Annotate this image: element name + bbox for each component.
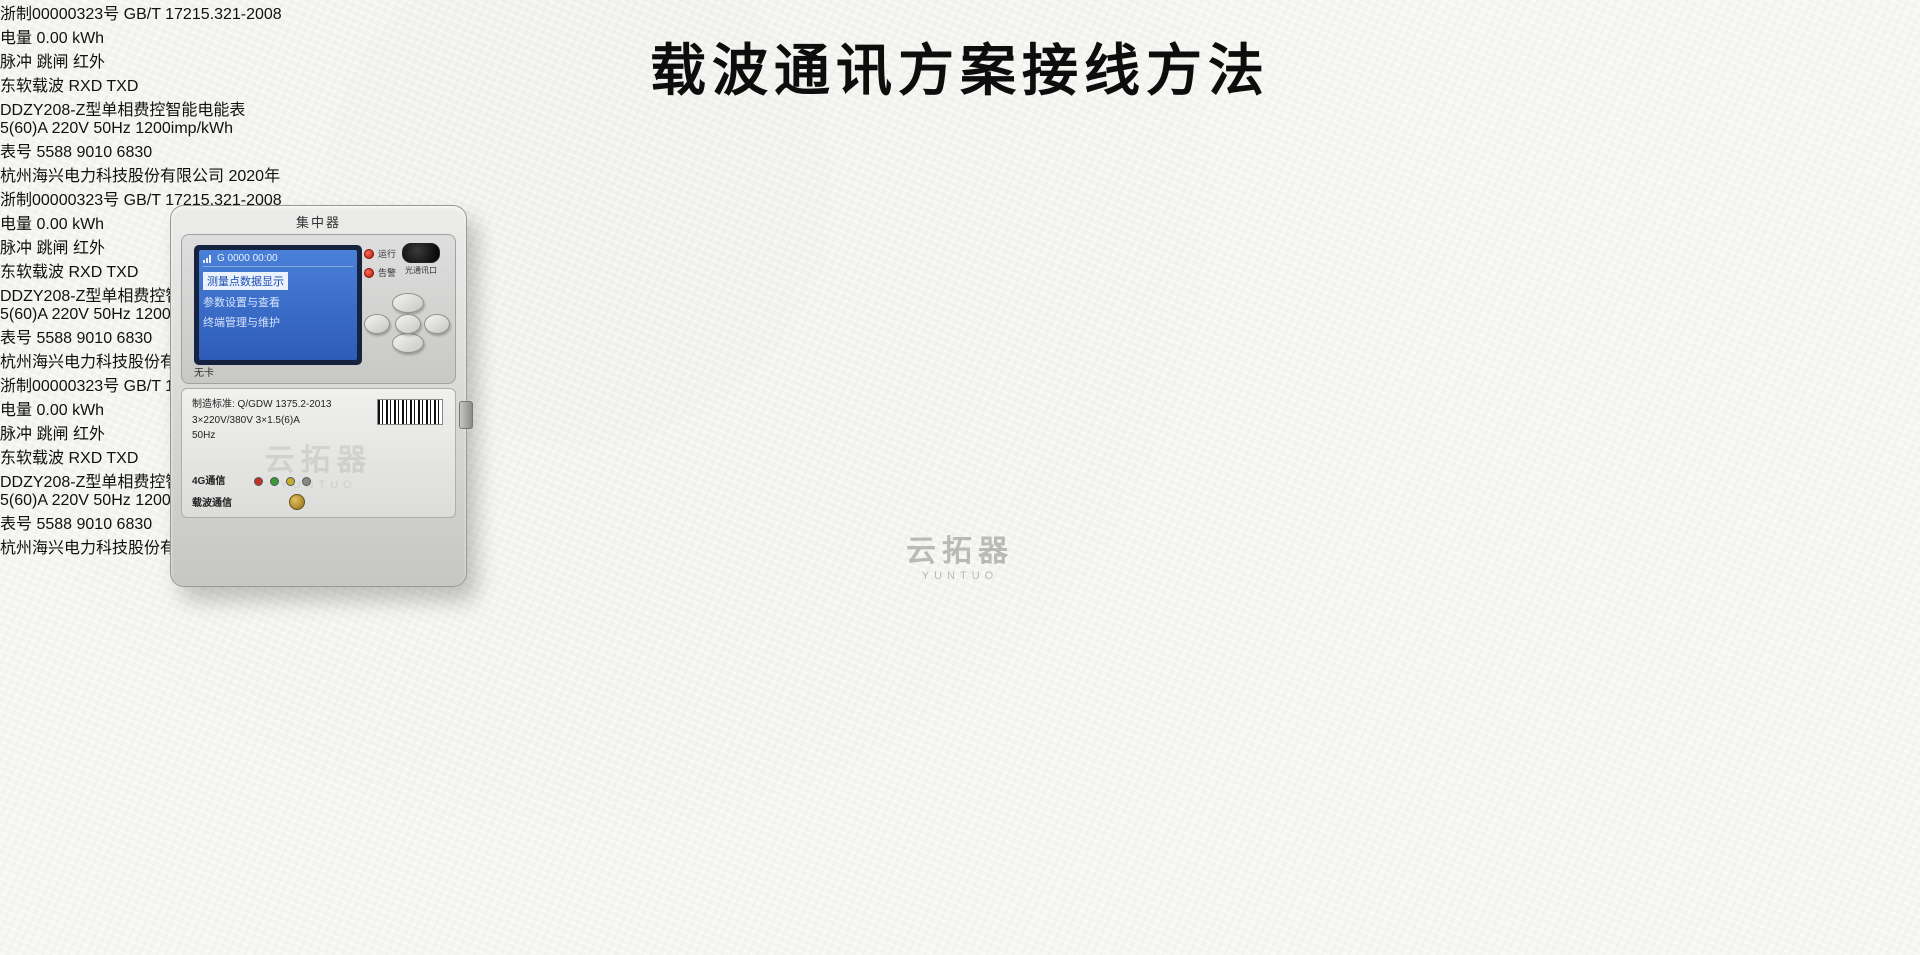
meter-rating: 5(60)A 220V 50Hz 1200imp/kWh bbox=[0, 120, 1920, 138]
sma-connector-icon bbox=[289, 494, 305, 510]
run-led-label: 运行 bbox=[378, 249, 397, 259]
serial-row: 表号 5588 9010 6830 bbox=[0, 138, 1920, 162]
concentrator-device: 集中器 G 0000 00:00 测量点数据显示 参数设置与查看 终端管理与维护 bbox=[170, 205, 473, 587]
meter-lcd: 电量 0.00 kWh bbox=[0, 210, 1920, 234]
serial-row: 表号 5588 9010 6830 bbox=[0, 324, 1920, 348]
alarm-led-icon bbox=[364, 267, 374, 278]
wiring-layer bbox=[0, 558, 1920, 955]
lcd-reading: 0.00 bbox=[36, 402, 68, 419]
lcd-unit: kWh bbox=[72, 30, 105, 47]
lcd-menu-item: 终端管理与维护 bbox=[203, 317, 280, 329]
meter-lcd: 电量 0.00 kWh bbox=[0, 396, 1920, 420]
manufacturer-name: 杭州海兴电力科技股份有限公司 bbox=[0, 540, 225, 557]
comm-led-icon bbox=[254, 477, 263, 486]
meter-lcd: 电量 0.00 kWh bbox=[0, 24, 1920, 48]
serial-number: 5588 9010 6830 bbox=[36, 330, 153, 347]
optical-port-icon bbox=[402, 243, 440, 263]
concentrator-lcd: G 0000 00:00 测量点数据显示 参数设置与查看 终端管理与维护 bbox=[199, 250, 357, 360]
nav-up-button[interactable] bbox=[392, 293, 424, 313]
infrared-label: 红外 bbox=[72, 426, 105, 443]
carrier-comm-label: 载波通信 bbox=[192, 498, 232, 509]
nav-confirm-button[interactable] bbox=[395, 314, 421, 334]
pulse-label: 脉冲 bbox=[0, 54, 33, 71]
meter-lcd-frame: 电量 0.00 kWh bbox=[0, 210, 1920, 234]
infrared-label: 红外 bbox=[72, 240, 105, 257]
pulse-label: 脉冲 bbox=[0, 240, 33, 257]
concentrator-terminal-block bbox=[189, 514, 448, 580]
manufacturer-name: 杭州海兴电力科技股份有限公司 bbox=[0, 168, 225, 185]
port-label: RXD TXD bbox=[68, 450, 139, 467]
meter-lcd-frame: 电量 0.00 kWh bbox=[0, 396, 1920, 420]
page-title: 载波通讯方案接线方法 bbox=[650, 39, 1270, 102]
spec-line: 50Hz bbox=[192, 430, 216, 441]
serial-number: 5588 9010 6830 bbox=[36, 516, 153, 533]
serial-row: 表号 5588 9010 6830 bbox=[0, 510, 1920, 534]
lcd-register-label: 电量 bbox=[0, 216, 33, 233]
meter-cert-line: 浙制00000323号 GB/T 17215.321-2008 bbox=[0, 6, 282, 23]
port-label: RXD TXD bbox=[68, 78, 139, 95]
optical-port-block: 光通讯口 bbox=[395, 243, 447, 276]
comm-led-icon bbox=[286, 477, 295, 486]
status-led-group: 运行 告警 bbox=[364, 247, 396, 285]
concentrator-nameplate: 制造标准: Q/GDW 1375.2-2013 3×220V/380V 3×1.… bbox=[181, 388, 456, 518]
indicator-row: 脉冲 跳闸 红外 bbox=[0, 234, 1920, 258]
indicator-row: 脉冲 跳闸 红外 bbox=[0, 48, 1920, 72]
manufacturer-name: 杭州海兴电力科技股份有限公司 bbox=[0, 354, 225, 371]
comm-led-icon bbox=[302, 477, 311, 486]
carrier-brand-label: 东软载波 bbox=[0, 78, 65, 95]
signal-strength-icon bbox=[203, 254, 211, 263]
rating-text: 5(60)A 220V 50Hz 1200imp/kWh bbox=[0, 120, 234, 137]
nav-right-button[interactable] bbox=[424, 314, 450, 334]
serial-label: 表号 bbox=[0, 144, 33, 161]
concentrator-name: 集中器 bbox=[295, 215, 341, 230]
comm-4g-label: 4G通信 bbox=[192, 476, 226, 487]
carrier-brand-label: 东软载波 bbox=[0, 264, 65, 281]
year-label: 2020年 bbox=[228, 168, 281, 185]
lcd-menu-selected: 测量点数据显示 bbox=[203, 272, 288, 290]
serial-number: 5588 9010 6830 bbox=[36, 144, 153, 161]
comm-led-row bbox=[254, 477, 311, 486]
antenna-connector bbox=[459, 401, 473, 429]
serial-label: 表号 bbox=[0, 330, 33, 347]
spec-lines: 制造标准: Q/GDW 1375.2-2013 3×220V/380V 3×1.… bbox=[192, 397, 332, 444]
spec-line: 制造标准: Q/GDW 1375.2-2013 bbox=[192, 399, 332, 410]
trip-label: 跳闸 bbox=[36, 426, 69, 443]
alarm-led-label: 告警 bbox=[378, 268, 397, 278]
concentrator-screen: G 0000 00:00 测量点数据显示 参数设置与查看 终端管理与维护 bbox=[194, 245, 362, 365]
nav-left-button[interactable] bbox=[364, 314, 390, 334]
lcd-reading: 0.00 bbox=[36, 30, 68, 47]
comm-led-icon bbox=[270, 477, 279, 486]
concentrator-front-panel: G 0000 00:00 测量点数据显示 参数设置与查看 终端管理与维护 运行 … bbox=[181, 234, 456, 384]
pulse-label: 脉冲 bbox=[0, 426, 33, 443]
meter-cert-line: 浙制00000323号 GB/T 17215.321-2008 bbox=[0, 192, 282, 209]
lcd-menu-item: 参数设置与查看 bbox=[203, 297, 280, 309]
lcd-status-text: G 0000 00:00 bbox=[217, 253, 278, 264]
indicator-row: 脉冲 跳闸 红外 bbox=[0, 420, 1920, 444]
lcd-unit: kWh bbox=[72, 216, 105, 233]
card-status-label: 无卡 bbox=[194, 368, 214, 379]
port-label: RXD TXD bbox=[68, 264, 139, 281]
trip-label: 跳闸 bbox=[36, 54, 69, 71]
spec-line: 3×220V/380V 3×1.5(6)A bbox=[192, 414, 300, 426]
meter-model: DDZY208-Z型单相费控智能电能表 bbox=[0, 102, 246, 119]
lcd-unit: kWh bbox=[72, 402, 105, 419]
lcd-reading: 0.00 bbox=[36, 216, 68, 233]
nav-down-button[interactable] bbox=[392, 333, 424, 353]
carrier-brand-label: 东软载波 bbox=[0, 450, 65, 467]
optical-port-label: 光通讯口 bbox=[405, 266, 437, 275]
serial-label: 表号 bbox=[0, 516, 33, 533]
run-led-icon bbox=[364, 248, 374, 259]
meter-lcd-frame: 电量 0.00 kWh bbox=[0, 24, 1920, 48]
lcd-register-label: 电量 bbox=[0, 30, 33, 47]
trip-label: 跳闸 bbox=[36, 240, 69, 257]
lcd-status-bar: G 0000 00:00 bbox=[203, 253, 353, 267]
lcd-register-label: 电量 bbox=[0, 402, 33, 419]
nav-button-cluster bbox=[364, 293, 450, 353]
barcode-icon bbox=[377, 399, 443, 425]
infrared-label: 红外 bbox=[72, 54, 105, 71]
